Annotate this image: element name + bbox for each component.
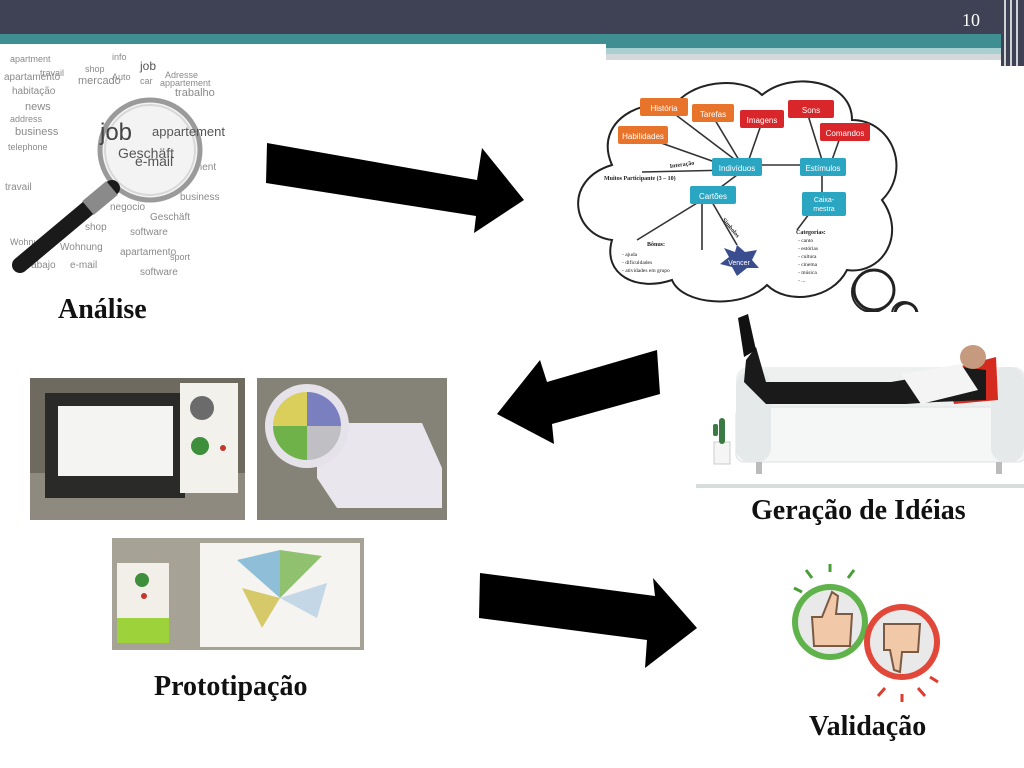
word-cloud-word: sport bbox=[170, 252, 191, 262]
mindmap-node: Vencer bbox=[728, 260, 750, 267]
prototype-photo-wheel bbox=[257, 378, 447, 520]
magnified-word: e-mail bbox=[135, 153, 173, 169]
word-cloud-word: shop bbox=[85, 64, 105, 74]
validation-thumbs-image bbox=[792, 564, 940, 702]
mindmap-label: - canto bbox=[798, 238, 813, 244]
label-analise: Análise bbox=[58, 294, 147, 325]
word-cloud-word: job bbox=[139, 59, 156, 73]
header-bar bbox=[0, 0, 1024, 34]
word-cloud-word: business bbox=[15, 126, 59, 138]
magnified-word: Geschäft bbox=[118, 145, 174, 161]
word-cloud-word: Wohnung bbox=[10, 237, 48, 247]
word-cloud-word: negocio bbox=[110, 202, 145, 213]
arrow-ideas-to-prototype bbox=[497, 350, 660, 444]
mindmap-label: - ajuda bbox=[622, 252, 638, 258]
mindmap-node: mestra bbox=[813, 206, 835, 213]
mindmap-node: Caixa- bbox=[814, 197, 835, 204]
word-cloud-word: telephone bbox=[8, 142, 48, 152]
word-cloud-word: apartment bbox=[10, 54, 51, 64]
man-on-sofa-image bbox=[696, 312, 1024, 488]
word-cloud-word: news bbox=[25, 101, 51, 113]
word-cloud-word: e-mail bbox=[70, 260, 97, 271]
header-decoration bbox=[1001, 0, 1024, 66]
word-cloud-word: info bbox=[112, 52, 127, 62]
word-cloud-word: Adresse bbox=[165, 70, 198, 80]
mindmap-node: Estímulos bbox=[805, 164, 840, 173]
word-cloud-word: Wohnung bbox=[60, 242, 103, 253]
mindmap-label: Bônus: bbox=[647, 242, 665, 248]
word-cloud-word: mercado bbox=[78, 75, 121, 87]
label-prototipacao: Prototipação bbox=[154, 671, 308, 702]
mindmap-node: Tarefas bbox=[700, 110, 726, 119]
label-geracao: Geração de Idéias bbox=[751, 495, 966, 526]
word-cloud-word: appartement bbox=[160, 78, 211, 88]
word-cloud-word: apartamento bbox=[120, 247, 177, 258]
mindmap-label: - dificuldades bbox=[622, 259, 652, 266]
mindmap-label: - atividades em grupo bbox=[622, 268, 670, 274]
prototype-photo-box bbox=[30, 378, 245, 520]
mindmap-node: Indivíduos bbox=[719, 164, 755, 173]
mindmap-label: - música bbox=[798, 270, 817, 276]
word-cloud-word: business bbox=[180, 192, 219, 203]
word-cloud-word: Geschäft bbox=[150, 212, 190, 223]
word-cloud-word: Auto bbox=[112, 72, 131, 82]
word-cloud-word: car bbox=[140, 76, 153, 86]
arrow-analysis-to-ideas bbox=[266, 143, 524, 233]
prototype-photo-boxes bbox=[112, 538, 364, 650]
mindmap-node: Habilidades bbox=[622, 132, 664, 141]
arrow-prototype-to-validation bbox=[479, 573, 697, 668]
mindmap-label: - estórias bbox=[798, 246, 818, 252]
slide-number: 10 bbox=[962, 10, 980, 30]
word-cloud-word: travail bbox=[40, 68, 64, 78]
mindmap-node: Cartões bbox=[699, 192, 727, 201]
magnified-word: appartement bbox=[152, 124, 225, 139]
word-cloud-word: habitação bbox=[12, 86, 56, 97]
mindmap-node: Comandos bbox=[826, 129, 865, 138]
mindmap-label: Interação bbox=[669, 161, 694, 170]
mindmap-label: - cinema bbox=[798, 262, 818, 268]
label-validacao: Validação bbox=[809, 711, 927, 742]
word-cloud-word: software bbox=[130, 227, 168, 238]
word-cloud-word: software bbox=[140, 267, 178, 278]
mindmap-node: Imagens bbox=[747, 116, 778, 125]
mindmap-node: História bbox=[650, 104, 678, 113]
mindmap-label: - ... bbox=[798, 278, 806, 284]
word-cloud-word: trabajo bbox=[25, 260, 56, 271]
mindmap-node: Sons bbox=[802, 106, 820, 115]
word-cloud-word: shop bbox=[85, 222, 107, 233]
magnified-word: job bbox=[99, 119, 132, 146]
mindmap-label: - cultura bbox=[798, 254, 817, 260]
analysis-image: apartment job info appartement travail s… bbox=[0, 50, 225, 280]
word-cloud-word: travail bbox=[5, 182, 32, 193]
word-cloud-word: apartamento bbox=[4, 72, 61, 83]
mindmap-label: Muitos Participante (3 – 10) bbox=[604, 175, 676, 182]
word-cloud-word: address bbox=[10, 114, 43, 124]
word-cloud-word: trabalho bbox=[175, 87, 215, 99]
mindmap-label: Categorias: bbox=[796, 230, 826, 236]
